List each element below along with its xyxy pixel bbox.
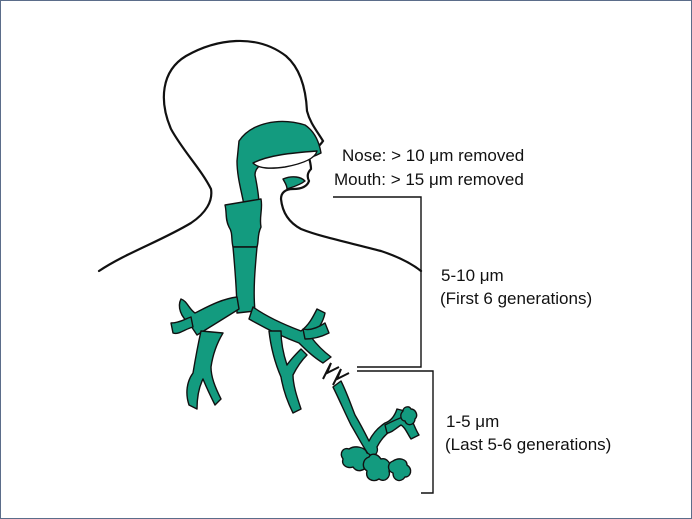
upper-airway-generations-label: (First 6 generations): [440, 288, 592, 310]
upper-airway-size-label: 5-10 μm: [441, 265, 504, 287]
mouth-filtration-label: Mouth: > 15 μm removed: [334, 169, 524, 191]
nose-filtration-label: Nose: > 10 μm removed: [342, 145, 524, 167]
larynx: [225, 199, 262, 247]
lower-airway-generations-label: (Last 5-6 generations): [445, 434, 611, 456]
airway-break-marks: [323, 363, 349, 385]
lower-airway-size-label: 1-5 μm: [446, 411, 499, 433]
bracket-upper-airways: [333, 197, 421, 367]
left-lower-branches: [187, 331, 223, 409]
alveolar-sac-3: [389, 459, 411, 481]
left-side-branch: [171, 317, 193, 333]
alveolar-sac-2: [363, 454, 390, 480]
distal-airway: [333, 381, 405, 456]
